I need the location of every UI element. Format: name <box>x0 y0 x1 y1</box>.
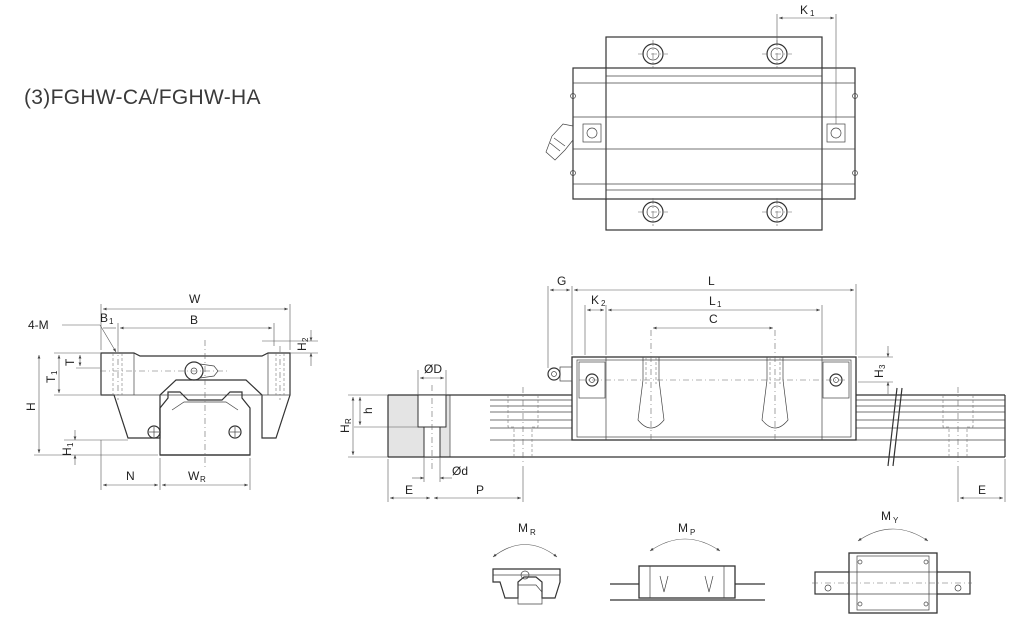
w-label: W <box>189 292 201 306</box>
p-label: P <box>476 483 484 497</box>
h3-subscript: 3 <box>878 364 887 369</box>
t1-label: T <box>44 375 58 383</box>
h1-subscript: 1 <box>66 442 75 447</box>
mounting-hole-icon <box>762 198 792 226</box>
od-label: ØD <box>424 362 442 376</box>
wr-label: W <box>188 469 200 483</box>
mr-subscript: R <box>530 528 536 537</box>
four-m-label: 4-M <box>28 318 49 332</box>
front-view <box>34 304 318 490</box>
t-label: T <box>63 358 77 366</box>
h-label: H <box>24 402 38 411</box>
c-label: C <box>709 312 718 326</box>
g-label: G <box>557 274 566 288</box>
mr-label: M <box>518 521 528 535</box>
k1-label: K <box>800 3 808 17</box>
h1-label: H <box>60 447 74 456</box>
my-subscript: Y <box>893 516 899 525</box>
moment-pitch-icon <box>610 538 765 601</box>
mounting-hole-icon <box>638 198 668 226</box>
grease-nipple-icon <box>547 366 573 382</box>
l1-label: L <box>709 294 716 308</box>
moment-yaw-icon <box>812 528 972 614</box>
k2-subscript: 2 <box>601 299 606 308</box>
b1-label: B <box>100 311 108 325</box>
n-label: N <box>126 469 135 483</box>
t1-subscript: 1 <box>50 370 59 375</box>
mp-label: M <box>678 521 688 535</box>
h2-subscript: 2 <box>301 337 310 342</box>
top-view <box>545 14 858 231</box>
e-left-label: E <box>405 483 413 497</box>
h3-label: H <box>872 369 886 378</box>
b-label: B <box>190 313 198 327</box>
side-view <box>348 284 1006 502</box>
mounting-hole-icon <box>638 40 668 68</box>
mp-subscript: P <box>690 528 695 537</box>
diagram-title: (3)FGHW-CA/FGHW-HA <box>24 86 261 109</box>
k2-label: K <box>591 293 599 307</box>
l1-subscript: 1 <box>717 300 722 309</box>
moment-roll-icon <box>492 544 561 605</box>
hr-subscript: R <box>344 418 353 424</box>
h-small-label: h <box>361 407 375 414</box>
e-right-label: E <box>978 483 986 497</box>
h2-label: H <box>295 342 309 351</box>
b1-subscript: 1 <box>109 317 114 326</box>
k1-subscript: 1 <box>810 9 815 18</box>
mounting-hole-icon <box>762 40 792 68</box>
d-small-label: Ød <box>452 464 468 478</box>
my-label: M <box>881 509 891 523</box>
hr-label: H <box>338 424 352 433</box>
wr-subscript: R <box>200 475 206 484</box>
l-label: L <box>708 274 715 288</box>
grease-nipple-icon <box>545 123 574 161</box>
